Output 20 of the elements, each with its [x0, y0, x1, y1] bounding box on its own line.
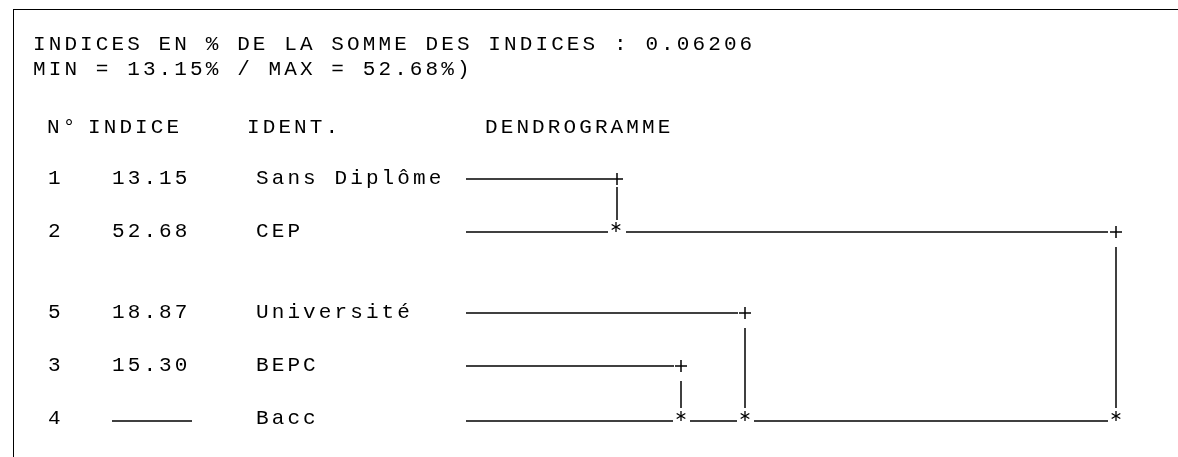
index-value: 13.15 — [112, 168, 191, 190]
title-text: INDICES EN % DE LA SOMME DES INDICES : 0.06206 — [33, 34, 756, 56]
category-label: Sans Diplôme — [256, 168, 445, 190]
index-value: 15.30 — [112, 355, 191, 377]
row-number: 1 — [48, 168, 64, 190]
index-value: 18.87 — [112, 302, 191, 324]
category-label: BEPC — [256, 355, 319, 377]
column-header: INDICE — [88, 117, 183, 139]
row-number: 2 — [48, 221, 64, 243]
row-number: 3 — [48, 355, 64, 377]
subtitle-text: MIN = 13.15% / MAX = 52.68%) — [33, 59, 473, 81]
row-number: 5 — [48, 302, 64, 324]
category-label: Bacc — [256, 408, 319, 430]
category-label: CEP — [256, 221, 304, 243]
column-header: IDENT. — [247, 117, 342, 139]
index-value: 52.68 — [112, 221, 191, 243]
row-number: 4 — [48, 408, 64, 430]
column-header: DENDROGRAMME — [485, 117, 674, 139]
column-header: N° — [47, 117, 79, 139]
category-label: Université — [256, 302, 414, 324]
